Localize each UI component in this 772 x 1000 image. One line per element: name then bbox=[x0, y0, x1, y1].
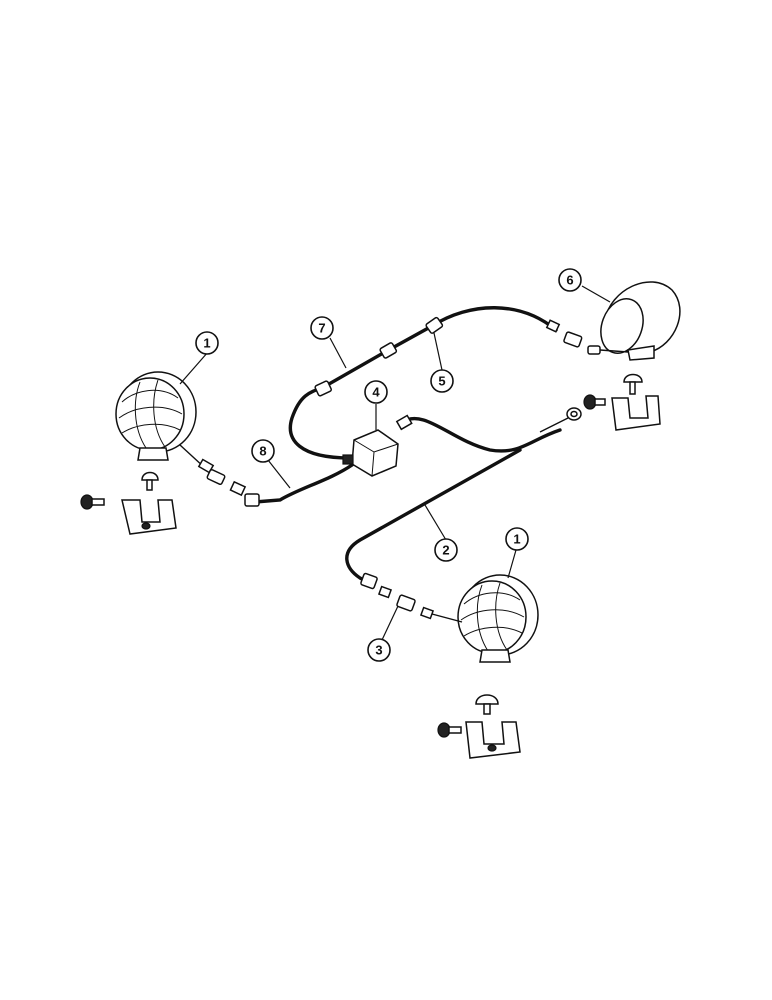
callout-7: 7 bbox=[310, 316, 334, 340]
svg-text:6: 6 bbox=[566, 273, 573, 288]
bracket-top-right bbox=[566, 373, 661, 431]
svg-text:2: 2 bbox=[442, 543, 449, 558]
harness-2-wire-lower bbox=[345, 448, 522, 586]
work-lamp-left bbox=[115, 371, 260, 507]
callout-1-right: 1 bbox=[505, 527, 529, 551]
harness-7-wire bbox=[288, 306, 558, 460]
harness-2-wire bbox=[400, 416, 562, 453]
callout-1-left: 1 bbox=[195, 331, 219, 355]
svg-text:3: 3 bbox=[375, 643, 382, 658]
callout-4: 4 bbox=[364, 380, 388, 404]
clip-7a bbox=[314, 380, 332, 397]
bracket-bottom-right bbox=[437, 694, 521, 759]
callout-5: 5 bbox=[430, 369, 454, 393]
bracket-left bbox=[80, 471, 177, 535]
svg-text:4: 4 bbox=[372, 385, 380, 400]
harness-8-wire bbox=[253, 463, 354, 504]
svg-text:8: 8 bbox=[259, 444, 266, 459]
svg-text:5: 5 bbox=[438, 374, 445, 389]
work-lamp-right bbox=[360, 572, 539, 663]
callout-6: 6 bbox=[558, 268, 582, 292]
svg-text:1: 1 bbox=[513, 532, 520, 547]
svg-text:1: 1 bbox=[203, 336, 210, 351]
callout-8: 8 bbox=[251, 439, 275, 463]
callout-3: 3 bbox=[367, 638, 391, 662]
clip-7b bbox=[379, 342, 398, 359]
connector-4-part bbox=[342, 414, 413, 477]
callout-2: 2 bbox=[434, 538, 458, 562]
svg-text:7: 7 bbox=[318, 321, 325, 336]
clip-5-part bbox=[425, 316, 444, 334]
work-lamp-6 bbox=[545, 281, 681, 361]
ground-lead bbox=[539, 417, 569, 433]
